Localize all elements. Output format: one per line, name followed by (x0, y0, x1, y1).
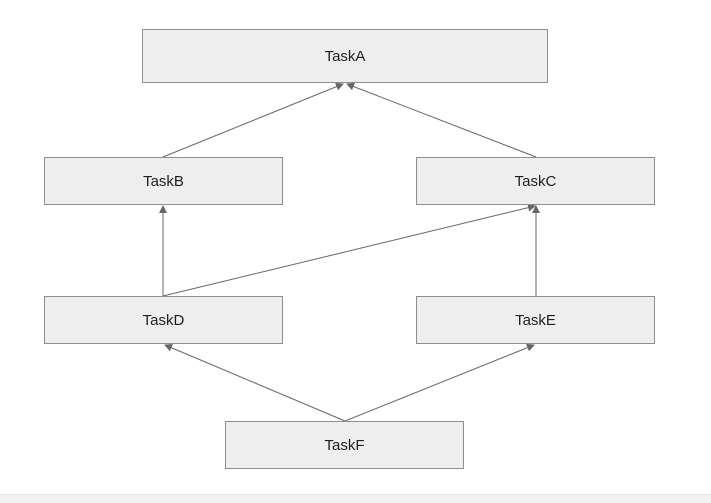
node-taskd[interactable]: TaskD (44, 296, 283, 344)
edge-taskc-to-taska (346, 82, 537, 158)
node-taske[interactable]: TaskE (416, 296, 655, 344)
node-taskc[interactable]: TaskC (416, 157, 655, 205)
node-taskb[interactable]: TaskB (44, 157, 283, 205)
node-label: TaskD (142, 311, 185, 329)
node-taskf[interactable]: TaskF (225, 421, 464, 469)
node-taska[interactable]: TaskA (142, 29, 548, 83)
node-label: TaskA (324, 47, 366, 65)
node-label: TaskF (324, 436, 365, 454)
node-label: TaskE (515, 311, 556, 329)
edge-taskf-to-taske (344, 343, 535, 422)
bottom-scroll-band (0, 494, 711, 503)
edge-taskb-to-taska (162, 82, 344, 158)
node-label: TaskB (143, 172, 184, 190)
edge-taskd-to-taskc (162, 203, 536, 297)
node-label: TaskC (514, 172, 557, 190)
edge-taskf-to-taskd (164, 344, 346, 422)
